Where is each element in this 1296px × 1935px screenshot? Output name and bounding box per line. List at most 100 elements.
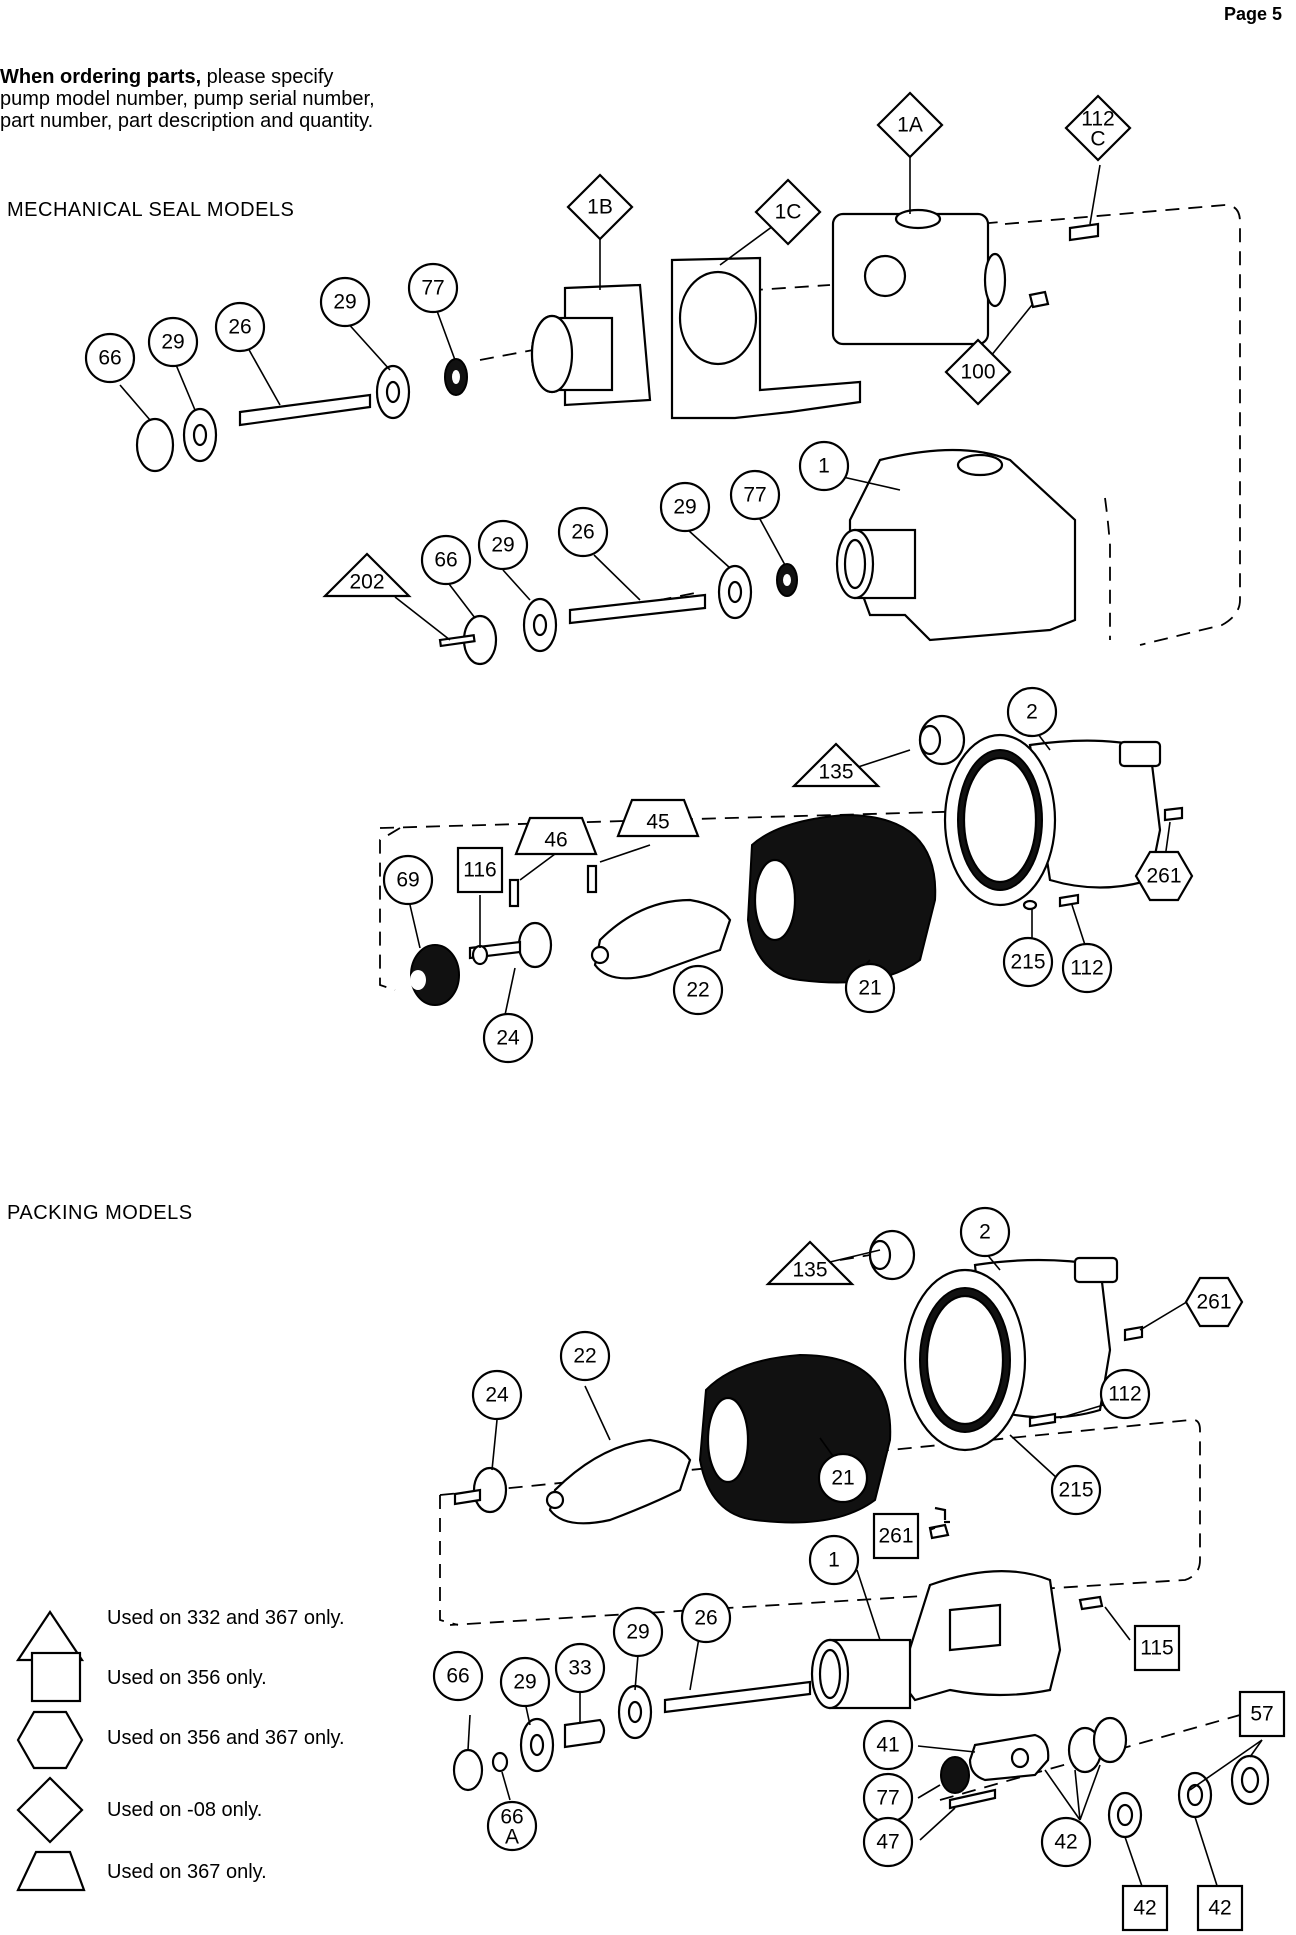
mechanical-callout-9: 66: [84, 332, 136, 384]
packing-callout-label: 66: [500, 1806, 523, 1829]
mechanical-seal-models-heading: MECHANICAL SEAL MODELS: [7, 199, 295, 221]
packing-callout-9: 1: [808, 1534, 860, 1586]
packing-callout-label: 42: [1054, 1831, 1077, 1854]
packing-callout-16: 66A: [486, 1800, 538, 1852]
packing-callout-label: 29: [626, 1621, 649, 1644]
mechanical-callout-square-shape: [456, 846, 504, 894]
mechanical-callout-diamond-shape: [566, 173, 634, 241]
mechanical-callout-label: 24: [496, 1027, 520, 1050]
legend-diamond-row: Used on -08 only.: [16, 1776, 262, 1844]
legend-diamond-icon: [16, 1776, 84, 1844]
mechanical-callout-label: 22: [686, 979, 709, 1002]
mechanical-callout-2: 1B: [566, 173, 634, 241]
packing-callout-circle-shape: [1099, 1368, 1151, 1420]
packing-callout-circle-shape: [959, 1206, 1011, 1258]
packing-callout-20: 42: [1040, 1816, 1092, 1868]
packing-callout-label: 22: [573, 1345, 596, 1368]
packing-callout-label: 77: [876, 1787, 899, 1810]
packing-callout-circle-shape: [486, 1800, 538, 1852]
packing-callout-label: 24: [485, 1384, 509, 1407]
ordering-instructions-bold: When ordering parts,: [0, 66, 202, 88]
packing-callout-label: 66: [446, 1665, 469, 1688]
mechanical-callout-label: 21: [858, 977, 881, 1000]
ordering-instructions-line2: pump model number, pump serial number,: [0, 88, 375, 110]
mechanical-callout-label: 2: [1026, 701, 1038, 724]
packing-callout-4: 24: [471, 1369, 523, 1421]
packing-callout-19: 47: [862, 1816, 914, 1868]
mechanical-callout-circle-shape: [659, 481, 711, 533]
packing-callout-15: 66: [432, 1650, 484, 1702]
mechanical-callout-10: 1: [798, 440, 850, 492]
mechanical-callout-6: 29: [319, 276, 371, 328]
packing-callout-label: 57: [1250, 1703, 1273, 1726]
packing-callout-label: 29: [513, 1671, 536, 1694]
packing-callout-label: 1: [828, 1549, 840, 1572]
mechanical-callout-20: 46: [514, 816, 598, 856]
mechanical-callout-7: 26: [214, 301, 266, 353]
mechanical-callout-triangle-shape: [322, 552, 412, 598]
packing-callout-circle-shape: [1040, 1816, 1092, 1868]
ordering-instructions-line1: please specify: [201, 66, 334, 88]
mechanical-callout-circle-shape: [407, 262, 459, 314]
packing-callout-circle-shape: [862, 1816, 914, 1868]
mechanical-callout-label: 1B: [587, 196, 613, 219]
retaining-ring-66: [135, 417, 175, 473]
packing-callout-label: 47: [876, 1831, 899, 1854]
mechanical-callout-13: 26: [557, 506, 609, 558]
packing-callout-circle-shape: [471, 1369, 523, 1421]
mechanical-callout-22: 69: [382, 854, 434, 906]
mechanical-callout-17: 2: [1006, 686, 1058, 738]
mechanical-callout-circle-shape: [798, 440, 850, 492]
rotor-22: [593, 898, 732, 980]
mechanical-callout-label: 29: [673, 496, 696, 519]
packing-callout-circle-shape: [817, 1452, 869, 1504]
packing-callout-8: 261: [872, 1512, 920, 1560]
mechanical-callout-circle-shape: [557, 506, 609, 558]
packing-callout-circle-shape: [559, 1330, 611, 1382]
mechanical-callout-23: 261: [1134, 850, 1194, 902]
packing-callout-10: 115: [1133, 1624, 1181, 1672]
mechanical-callout-25: 112: [1061, 942, 1113, 994]
mechanical-callout-circle-shape: [1002, 936, 1054, 988]
packing-callout-label: 261: [878, 1525, 913, 1548]
legend-trapezoid-icon: [16, 1850, 86, 1892]
mechanical-callout-circle-shape: [84, 332, 136, 384]
mechanical-callout-circle-shape: [214, 301, 266, 353]
mechanical-callout-trapezoid-shape: [616, 798, 700, 838]
legend-square-row: Used on 356 only.: [30, 1651, 267, 1703]
packing-callout-label: 135: [792, 1259, 827, 1282]
mechanical-callout-28: 24: [482, 1012, 534, 1064]
packing-callout-21: 42: [1121, 1884, 1169, 1932]
mechanical-callout-label: 26: [571, 521, 594, 544]
packing-callout-18: 77: [862, 1772, 914, 1824]
mechanical-callout-circle-shape: [319, 276, 371, 328]
packing-callout-23: 57: [1238, 1690, 1286, 1738]
mechanical-callout-16: 202: [322, 552, 412, 598]
packing-callout-label: 115: [1140, 1637, 1173, 1660]
packing-retaining-ring-66: [452, 1748, 484, 1792]
mechanical-callout-label: 202: [349, 571, 384, 594]
mechanical-callout-label: 112: [1081, 108, 1114, 131]
packing-callout-3: 22: [559, 1330, 611, 1382]
packing-callout-square-shape: [1196, 1884, 1244, 1932]
mechanical-callout-label: 69: [396, 869, 419, 892]
packing-callout-12: 29: [612, 1606, 664, 1658]
packing-callout-7: 215: [1050, 1464, 1102, 1516]
mechanical-callout-label: 135: [818, 761, 853, 784]
mechanical-callout-diamond-shape: [754, 178, 822, 246]
packing-callout-11: 26: [680, 1592, 732, 1644]
mechanical-callout-trapezoid-shape: [514, 816, 598, 856]
spacer-33: [563, 1718, 606, 1749]
ordering-instructions: When ordering parts, please specify pump…: [0, 66, 375, 132]
symbol-legend: Used on 332 and 367 only. Used on 356 on…: [15, 1607, 345, 1892]
legend-diamond-text: Used on -08 only.: [107, 1799, 262, 1821]
packing-parts-drawing: [439, 1229, 1270, 1896]
legend-hexagon-text: Used on 356 and 367 only.: [107, 1727, 345, 1749]
packing-seal-77: [940, 1756, 970, 1794]
mechanical-callout-label: 46: [544, 829, 567, 852]
mechanical-callout-19: 45: [616, 798, 700, 838]
shaft-26: [238, 393, 372, 427]
mechanical-callout-4: 100: [944, 338, 1012, 406]
